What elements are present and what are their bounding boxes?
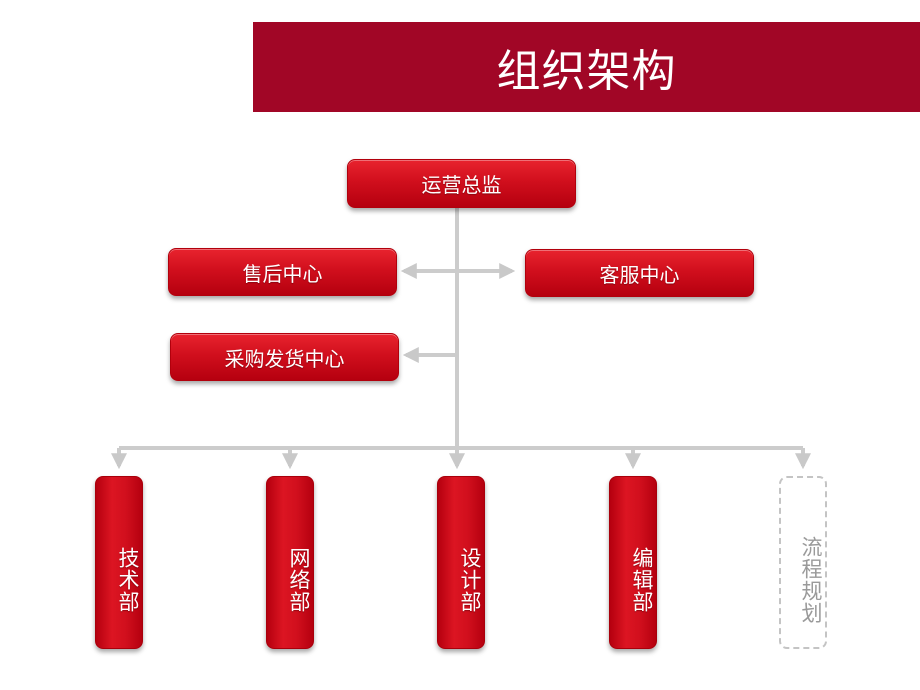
dept-design: 设计部 bbox=[437, 476, 485, 649]
dept-technology: 技术部 bbox=[95, 476, 143, 649]
dept-process-planning: 流程规划 bbox=[779, 476, 827, 649]
node-customer-service-center: 客服中心 bbox=[525, 249, 754, 297]
node-after-sales-center: 售后中心 bbox=[168, 248, 397, 296]
page-title: 组织架构 bbox=[496, 46, 677, 97]
node-purchasing-shipping-center: 采购发货中心 bbox=[170, 333, 399, 381]
title-bar: 组织架构 bbox=[253, 22, 920, 112]
dept-network: 网络部 bbox=[266, 476, 314, 649]
dept-editorial: 编辑部 bbox=[609, 476, 657, 649]
node-operations-director: 运营总监 bbox=[347, 159, 576, 208]
